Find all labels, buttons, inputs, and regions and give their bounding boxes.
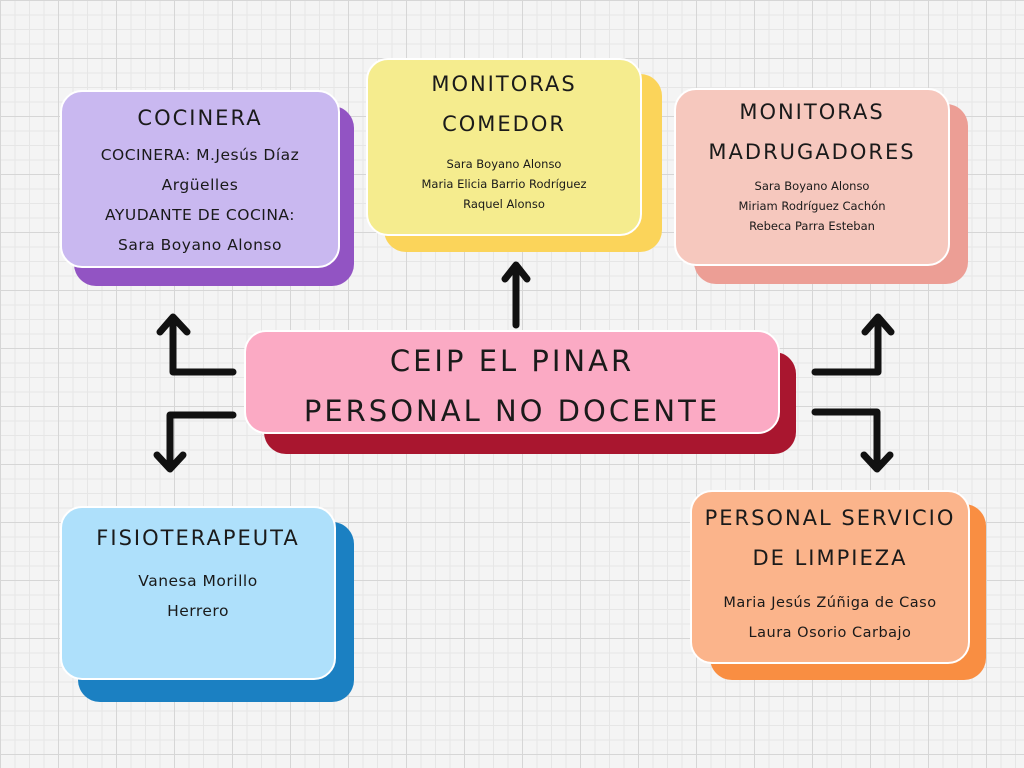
card-face: MONITORAS MADRUGADORES Sara Boyano Alons…	[674, 88, 950, 266]
card-title-line1: MONITORAS	[431, 72, 577, 96]
card-center-title: CEIP EL PINAR PERSONAL NO DOCENTE	[244, 330, 800, 456]
arrow-to-cocinera	[156, 313, 237, 376]
card-line: Raquel Alonso	[463, 197, 545, 211]
card-title-line1: PERSONAL SERVICIO	[704, 506, 956, 530]
card-face: CEIP EL PINAR PERSONAL NO DOCENTE	[244, 330, 780, 434]
card-face: MONITORAS COMEDOR Sara Boyano Alonso Mar…	[366, 58, 642, 236]
arrow-to-madrugadores	[811, 313, 895, 376]
card-line: Maria Elicia Barrio Rodríguez	[421, 177, 587, 191]
card-line: Rebeca Parra Esteban	[749, 219, 875, 233]
card-face: PERSONAL SERVICIO DE LIMPIEZA Maria Jesú…	[690, 490, 970, 664]
card-face: FISIOTERAPEUTA Vanesa Morillo Herrero	[60, 506, 336, 680]
card-title: FISIOTERAPEUTA	[96, 526, 300, 550]
card-line: Argüelles	[161, 176, 239, 194]
center-title-line2: PERSONAL NO DOCENTE	[303, 394, 721, 428]
card-face: COCINERA COCINERA: M.Jesús Díaz Argüelle…	[60, 90, 340, 268]
arrow-to-comedor	[501, 261, 531, 329]
card-title-line2: DE LIMPIEZA	[752, 546, 908, 570]
card-title-line1: MONITORAS	[739, 100, 885, 124]
card-line: Herrero	[167, 602, 229, 620]
card-line: COCINERA: M.Jesús Díaz	[100, 146, 300, 164]
card-fisioterapeuta: FISIOTERAPEUTA Vanesa Morillo Herrero	[60, 506, 356, 702]
card-monitoras-madrugadores: MONITORAS MADRUGADORES Sara Boyano Alons…	[674, 88, 970, 288]
card-title-line2: MADRUGADORES	[708, 140, 916, 164]
card-line: Laura Osorio Carbajo	[748, 625, 912, 641]
card-line: Vanesa Morillo	[138, 572, 258, 590]
card-line: AYUDANTE DE COCINA:	[105, 206, 295, 224]
card-line: Sara Boyano Alonso	[446, 157, 562, 171]
card-line: Sara Boyano Alonso	[118, 236, 282, 254]
card-line: Sara Boyano Alonso	[754, 179, 870, 193]
card-title: COCINERA	[137, 106, 263, 130]
card-monitoras-comedor: MONITORAS COMEDOR Sara Boyano Alonso Mar…	[366, 58, 664, 254]
arrow-to-limpieza	[811, 408, 894, 473]
card-title-line2: COMEDOR	[442, 112, 566, 136]
center-title-line1: CEIP EL PINAR	[389, 344, 635, 378]
card-line: Maria Jesús Zúñiga de Caso	[723, 595, 937, 611]
arrow-to-fisioterapeuta	[153, 411, 237, 473]
card-cocinera: COCINERA COCINERA: M.Jesús Díaz Argüelle…	[60, 90, 356, 286]
card-servicio-limpieza: PERSONAL SERVICIO DE LIMPIEZA Maria Jesú…	[690, 490, 990, 680]
card-line: Miriam Rodríguez Cachón	[738, 199, 886, 213]
